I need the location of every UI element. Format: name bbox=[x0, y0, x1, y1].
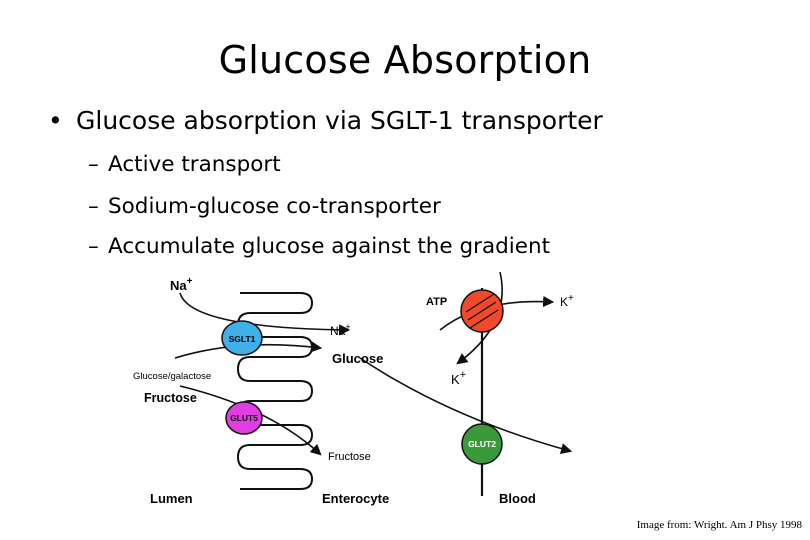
blood-label: Blood bbox=[499, 491, 536, 506]
main-bullet: • Glucose absorption via SGLT-1 transport… bbox=[48, 106, 603, 135]
subpoint: –Active transport bbox=[88, 152, 281, 177]
lumen-label: Lumen bbox=[150, 491, 193, 506]
subpoint-text: Active transport bbox=[108, 152, 281, 177]
sub-marker: – bbox=[88, 152, 99, 177]
fructose-cell-label: Fructose bbox=[328, 451, 371, 463]
glut5-label: GLUT5 bbox=[230, 413, 258, 423]
glucose-galactose-label: Glucose/galactose bbox=[133, 371, 211, 382]
na-lumen-label: Na+ bbox=[170, 276, 193, 293]
sub-marker: – bbox=[88, 234, 99, 259]
slide-title: Glucose Absorption bbox=[218, 38, 592, 82]
subpoint: –Accumulate glucose against the gradient bbox=[88, 234, 550, 259]
sub-marker: – bbox=[88, 194, 99, 219]
k-cell-label: K+ bbox=[451, 369, 466, 387]
glut2-label: GLUT2 bbox=[468, 439, 496, 449]
k-blood-label: K+ bbox=[560, 293, 574, 309]
fructose-lumen-label: Fructose bbox=[144, 391, 197, 405]
subpoint: –Sodium-glucose co-transporter bbox=[88, 194, 441, 219]
main-bullet-text: Glucose absorption via SGLT-1 transporte… bbox=[76, 106, 603, 135]
subpoint-text: Accumulate glucose against the gradient bbox=[108, 234, 551, 259]
image-credit: Image from: Wright. Am J Phsy 1998 bbox=[636, 519, 802, 531]
sglt1-transporter bbox=[221, 320, 263, 356]
enterocyte-transport-diagram: SGLT1 GLUT5 ATP GLUT2 Na+ Na+ Glucose Gl… bbox=[133, 271, 574, 506]
atp-label: ATP bbox=[426, 296, 447, 308]
pump-slash-icon bbox=[465, 293, 499, 329]
enterocyte-label: Enterocyte bbox=[322, 491, 389, 506]
bullet-marker: • bbox=[48, 106, 63, 135]
na-arrow bbox=[179, 292, 351, 336]
subpoint-text: Sodium-glucose co-transporter bbox=[108, 194, 441, 219]
glut5-transporter bbox=[225, 401, 263, 435]
na-cell-label: Na+ bbox=[330, 322, 351, 338]
glut2-exit-arrow bbox=[359, 357, 573, 455]
glucose-cell-label: Glucose bbox=[332, 351, 383, 366]
glut2-transporter bbox=[461, 423, 503, 465]
sglt1-label: SGLT1 bbox=[229, 334, 256, 344]
